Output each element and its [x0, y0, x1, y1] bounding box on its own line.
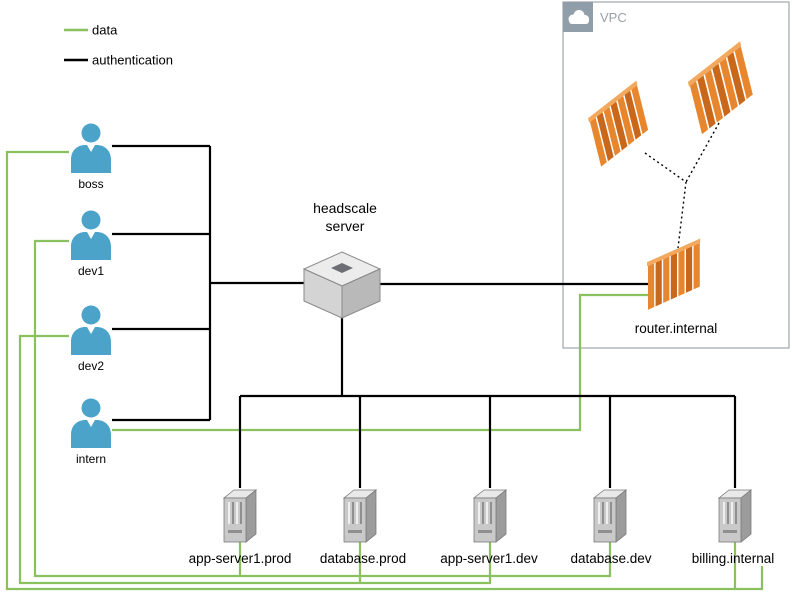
- user-label: intern: [76, 452, 106, 466]
- legend-auth-label: authentication: [92, 53, 173, 68]
- legend-data-label: data: [92, 23, 118, 38]
- user-dev2: dev2: [71, 305, 111, 373]
- server-label: billing.internal: [692, 551, 775, 566]
- server-tower-icon: [223, 489, 257, 543]
- data-line-dev2: [18, 334, 492, 585]
- headscale-cube-icon: [303, 251, 381, 319]
- user-label: dev2: [78, 359, 104, 373]
- auth-line-servers: [238, 318, 737, 488]
- router-label: router.internal: [635, 321, 718, 336]
- server-billing-internal: billing.internal: [692, 489, 775, 566]
- user-icon: [71, 398, 111, 448]
- server-tower-icon: [718, 489, 752, 543]
- server-label: database.dev: [570, 551, 651, 566]
- vpc-route-dotted-line: [644, 122, 720, 249]
- user-boss: boss: [71, 123, 111, 191]
- headscale-label-line1: headscale: [313, 200, 377, 216]
- server-tower-icon: [593, 489, 627, 543]
- server-tower-icon: [473, 489, 507, 543]
- headscale-label-line2: server: [326, 218, 365, 234]
- user-label: boss: [78, 177, 103, 191]
- server-tower-icon: [343, 489, 377, 543]
- data-line-boss: [5, 150, 764, 591]
- vpc-label: VPC: [600, 10, 627, 25]
- data-line-intern: [112, 293, 648, 432]
- data-lines: [5, 150, 764, 591]
- server-app-server1-dev: app-server1.dev: [440, 489, 538, 566]
- user-icon: [71, 210, 111, 260]
- user-icon: [71, 123, 111, 173]
- server-label: app-server1.prod: [189, 551, 292, 566]
- user-label: dev1: [78, 264, 104, 278]
- user-intern: intern: [71, 398, 111, 466]
- user-icon: [71, 305, 111, 355]
- auth-line-users: [112, 144, 307, 422]
- legend: data authentication: [64, 23, 173, 68]
- data-line-dev1: [33, 239, 612, 578]
- auth-lines: [112, 144, 737, 488]
- router-internal: router.internal: [635, 238, 718, 336]
- server-app-server1-prod: app-server1.prod: [189, 489, 292, 566]
- user-dev1: dev1: [71, 210, 111, 278]
- server-database-prod: database.prod: [320, 489, 406, 566]
- server-label: app-server1.dev: [440, 551, 538, 566]
- server-label: database.prod: [320, 551, 406, 566]
- headscale-server: headscale server: [303, 200, 381, 319]
- server-database-dev: database.dev: [570, 489, 652, 566]
